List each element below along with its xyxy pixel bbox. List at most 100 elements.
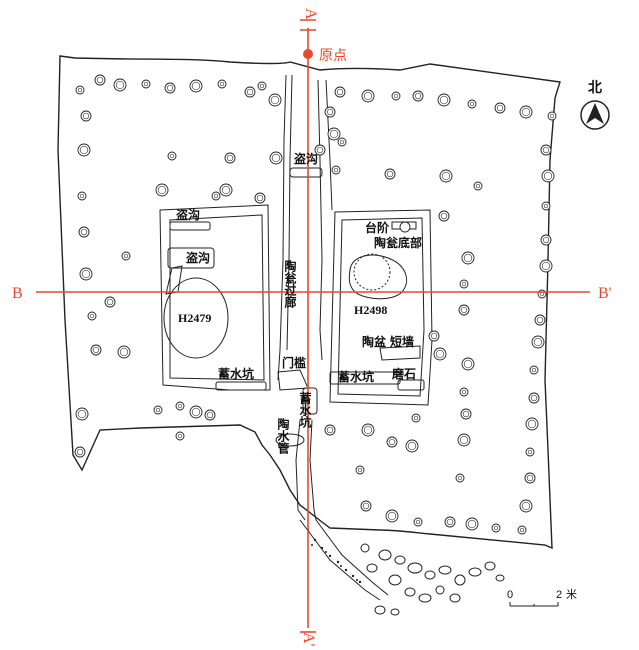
post-hole-core xyxy=(177,433,183,439)
post-hole-core xyxy=(123,253,129,259)
post-hole xyxy=(465,517,479,531)
post-hole xyxy=(525,417,539,431)
post-hole xyxy=(531,335,545,349)
post-hole xyxy=(327,127,341,141)
post-hole-core xyxy=(467,519,477,529)
post-hole xyxy=(189,405,203,419)
west-room-inner xyxy=(169,214,265,381)
label-h2498: H2498 xyxy=(354,303,387,317)
robber-trench-left-1 xyxy=(169,221,211,231)
post-hole xyxy=(153,405,163,415)
scale-unit-label: 米 xyxy=(566,588,577,601)
post-hole xyxy=(257,81,267,91)
label-corridor: 过廊 xyxy=(283,283,297,309)
post-hole xyxy=(459,387,469,397)
post-hole xyxy=(529,365,539,375)
post-hole-core xyxy=(177,403,183,409)
post-hole-core xyxy=(362,502,370,510)
label-h2479: H2479 xyxy=(178,311,211,325)
corridor-wall-left xyxy=(277,74,287,381)
post-hole-core xyxy=(387,511,397,521)
post-hole xyxy=(457,433,471,447)
post-hole xyxy=(78,226,90,238)
post-hole xyxy=(175,431,185,441)
post-hole-core xyxy=(388,438,396,446)
post-hole-core xyxy=(259,83,265,89)
post-hole xyxy=(167,151,177,161)
post-hole xyxy=(428,330,440,342)
post-hole-core xyxy=(460,306,468,314)
post-hole xyxy=(77,191,87,201)
post-hole xyxy=(268,93,282,107)
robber-trench-top xyxy=(289,167,323,178)
post-hole xyxy=(455,473,465,483)
post-hole-core xyxy=(469,101,475,107)
post-hole xyxy=(189,79,203,93)
post-hole xyxy=(517,525,527,535)
post-hole-core xyxy=(155,407,161,413)
post-hole-core xyxy=(77,409,87,419)
post-hole xyxy=(361,89,375,103)
post-hole xyxy=(461,251,475,265)
section-a-top-mark xyxy=(300,19,316,31)
corridor-wall-left-2 xyxy=(286,74,293,351)
post-hole xyxy=(74,446,86,458)
section-b-left-label: B xyxy=(12,285,23,302)
label-pottery-basin: 陶盆 xyxy=(362,334,387,349)
post-hole xyxy=(314,144,326,156)
post-hole xyxy=(90,344,102,356)
post-hole-core xyxy=(336,88,344,96)
post-hole xyxy=(75,85,85,95)
post-hole-core xyxy=(166,84,174,92)
north-label: 北 xyxy=(588,80,602,96)
water-pit-right xyxy=(329,371,401,385)
stone-scatter xyxy=(360,543,505,616)
post-hole-core xyxy=(256,194,264,202)
post-hole xyxy=(439,169,453,183)
post-hole xyxy=(219,183,233,197)
post-hole-core xyxy=(439,95,449,105)
label-pottery-jar: 陶瓮 xyxy=(283,259,297,285)
post-hole-core xyxy=(316,146,324,154)
post-hole-core xyxy=(521,501,531,511)
post-hole xyxy=(413,517,423,527)
post-hole xyxy=(473,181,483,191)
drain-channel xyxy=(299,519,381,601)
post-hole xyxy=(444,516,456,528)
robber-trench-left-3 xyxy=(165,265,183,295)
post-hole-core xyxy=(461,389,467,395)
post-hole xyxy=(244,86,256,98)
post-hole xyxy=(541,201,551,211)
post-hole-core xyxy=(326,108,334,116)
post-hole xyxy=(361,423,375,437)
robber-trench-left-2 xyxy=(167,247,215,269)
post-hole-core xyxy=(270,95,280,105)
label-pottery-jar-bottom: 陶瓮底部 xyxy=(374,235,422,250)
north-arrow xyxy=(580,100,610,130)
post-hole xyxy=(324,424,336,436)
post-hole xyxy=(141,79,151,89)
post-hole xyxy=(541,169,555,183)
post-hole-core xyxy=(115,80,125,90)
origin-marker xyxy=(303,49,313,59)
origin-label: 原点 xyxy=(319,47,347,63)
short-wall xyxy=(379,345,421,361)
post-hole-core xyxy=(493,525,499,531)
post-hole-core xyxy=(393,93,399,99)
post-hole-core xyxy=(459,435,469,445)
post-hole-core xyxy=(169,153,175,159)
post-hole xyxy=(494,102,506,114)
section-a-bottom-label: A' xyxy=(300,632,317,647)
post-hole xyxy=(355,465,365,475)
post-hole xyxy=(458,304,470,316)
post-hole-core xyxy=(363,425,373,435)
post-hole xyxy=(459,279,469,289)
post-hole-core xyxy=(357,467,363,473)
post-hole xyxy=(460,408,472,420)
post-hole xyxy=(79,267,93,281)
post-hole xyxy=(491,523,501,533)
post-hole-core xyxy=(543,203,549,209)
post-hole-core xyxy=(96,76,104,84)
post-hole xyxy=(254,192,266,204)
